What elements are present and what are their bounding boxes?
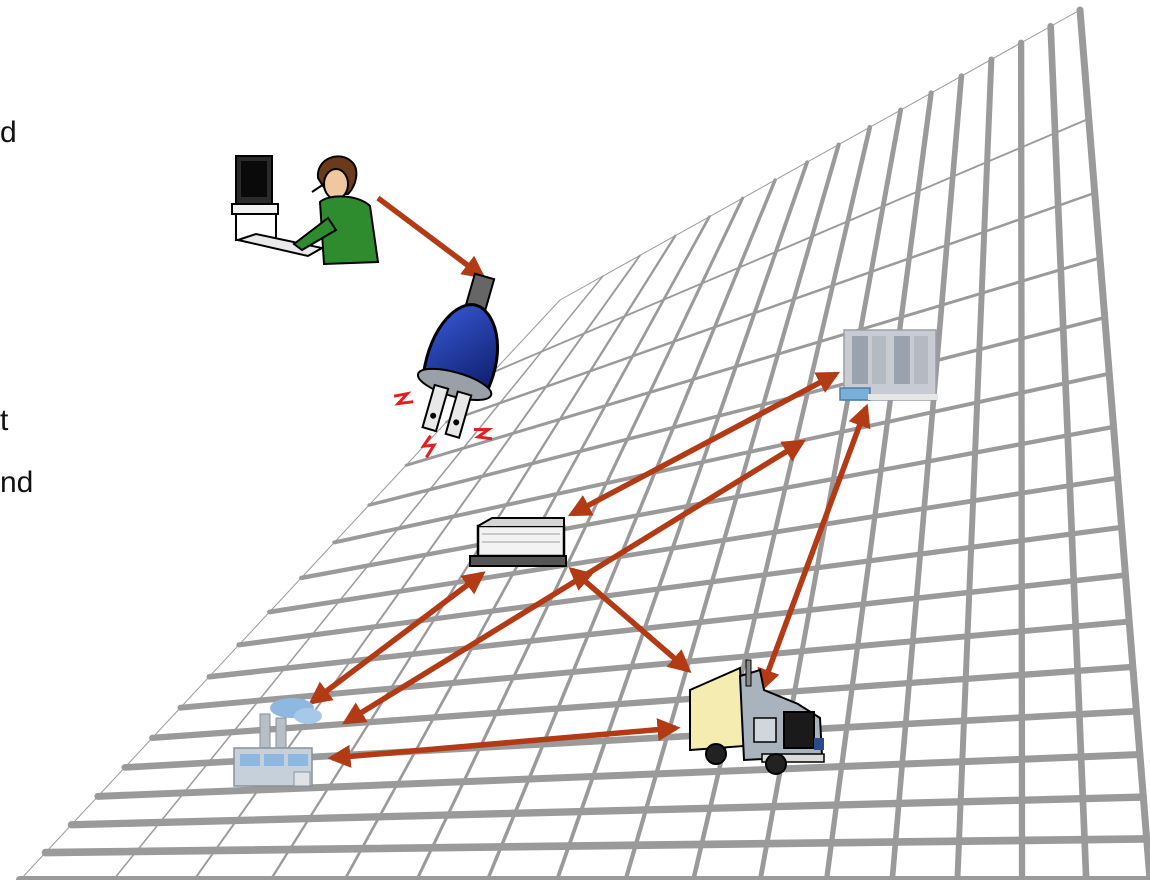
text-fragment-1: d bbox=[0, 116, 17, 149]
grid-line-horizontal bbox=[67, 793, 1147, 829]
arrow-factory-truck bbox=[327, 718, 681, 768]
perspective-grid bbox=[16, 6, 1150, 880]
grid-line-horizontal bbox=[445, 191, 1096, 424]
warehouse-hub-icon bbox=[469, 517, 567, 567]
truck-icon bbox=[689, 659, 825, 775]
arrow-truck-building bbox=[757, 403, 871, 693]
text-fragment-3: nd bbox=[0, 466, 34, 499]
grid-line-horizontal bbox=[94, 751, 1144, 800]
grid-line-vertical bbox=[1017, 39, 1026, 880]
grid-line-vertical bbox=[823, 90, 934, 880]
computer-operator-icon bbox=[231, 155, 380, 266]
text-fragment-2: t bbox=[0, 404, 9, 437]
grid-line-vertical bbox=[889, 73, 965, 880]
grid-line-vertical bbox=[954, 56, 995, 880]
factory-icon bbox=[233, 698, 322, 787]
power-plug-icon bbox=[393, 272, 500, 459]
grid-line-horizontal bbox=[332, 371, 1112, 545]
connection-arrows bbox=[308, 195, 871, 768]
arrow-operator-to-plug bbox=[376, 195, 486, 279]
grid-line-vertical bbox=[1076, 6, 1150, 880]
grid-line-horizontal bbox=[491, 117, 1090, 374]
office-building-icon bbox=[839, 329, 938, 401]
arrow-hub-factory bbox=[308, 571, 486, 705]
grid-line-vertical bbox=[1047, 23, 1090, 880]
grid-line-horizontal bbox=[41, 835, 1150, 857]
arrow-hub-truck bbox=[568, 566, 692, 674]
